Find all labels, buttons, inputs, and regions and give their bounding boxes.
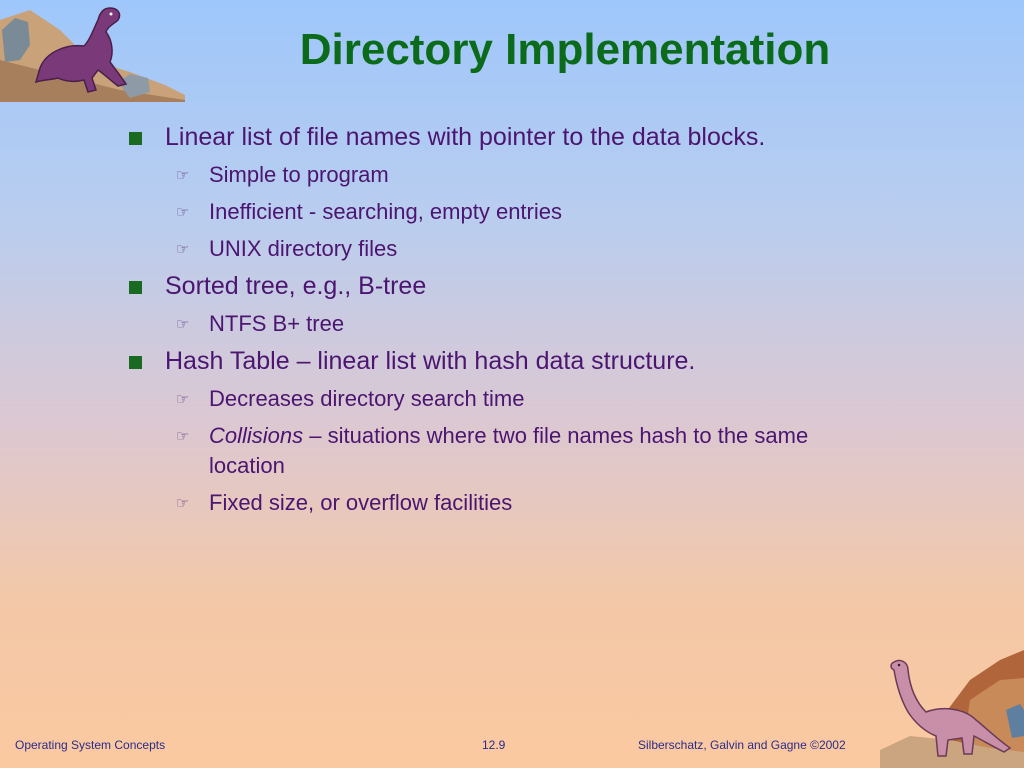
square-bullet-icon [129, 281, 142, 294]
sub-bullet-collisions: ☞ Collisions – situations where two file… [124, 421, 864, 481]
collision-description: – situations where two file names hash t… [209, 423, 809, 478]
sub-bullet-text: Decreases directory search time [209, 386, 525, 411]
pointing-hand-icon: ☞ [176, 240, 190, 258]
collision-term: Collisions [209, 423, 304, 448]
sub-bullet-unix: ☞ UNIX directory files [124, 234, 864, 264]
sub-bullet-ntfs: ☞ NTFS B+ tree [124, 309, 864, 339]
sub-bullet-inefficient: ☞ Inefficient - searching, empty entries [124, 197, 864, 227]
square-bullet-icon [129, 132, 142, 145]
sub-bullet-decreases: ☞ Decreases directory search time [124, 384, 864, 414]
footer-copyright: Silberschatz, Galvin and Gagne ©2002 [638, 738, 846, 752]
bullet-hash-table: Hash Table – linear list with hash data … [124, 346, 864, 376]
bullet-text: Linear list of file names with pointer t… [165, 123, 766, 151]
bullet-linear-list: Linear list of file names with pointer t… [124, 122, 864, 152]
slide-title: Directory Implementation [299, 25, 831, 74]
dinosaur-top-left-icon [0, 7, 185, 102]
pointing-hand-icon: ☞ [176, 427, 190, 445]
sub-bullet-fixed-size: ☞ Fixed size, or overflow facilities [124, 488, 864, 518]
slide-content: Linear list of file names with pointer t… [124, 122, 864, 525]
footer-course-title: Operating System Concepts [15, 738, 166, 752]
pointing-hand-icon: ☞ [176, 203, 190, 221]
dinosaur-bottom-right-icon [880, 650, 1024, 768]
pointing-hand-icon: ☞ [176, 494, 190, 512]
pointing-hand-icon: ☞ [176, 166, 190, 184]
pointing-hand-icon: ☞ [176, 315, 190, 333]
square-bullet-icon [129, 356, 142, 369]
sub-bullet-text: NTFS B+ tree [209, 311, 345, 336]
sub-bullet-text: Fixed size, or overflow facilities [209, 490, 513, 515]
sub-bullet-text: Simple to program [209, 162, 389, 187]
sub-bullet-text: UNIX directory files [209, 236, 398, 261]
pointing-hand-icon: ☞ [176, 390, 190, 408]
sub-bullet-text: Inefficient - searching, empty entries [209, 199, 562, 224]
bullet-text: Hash Table – linear list with hash data … [165, 347, 696, 375]
sub-bullet-simple: ☞ Simple to program [124, 160, 864, 190]
bullet-text: Sorted tree, e.g., B-tree [165, 272, 427, 300]
footer-page-number: 12.9 [482, 738, 506, 752]
bullet-sorted-tree: Sorted tree, e.g., B-tree [124, 271, 864, 301]
